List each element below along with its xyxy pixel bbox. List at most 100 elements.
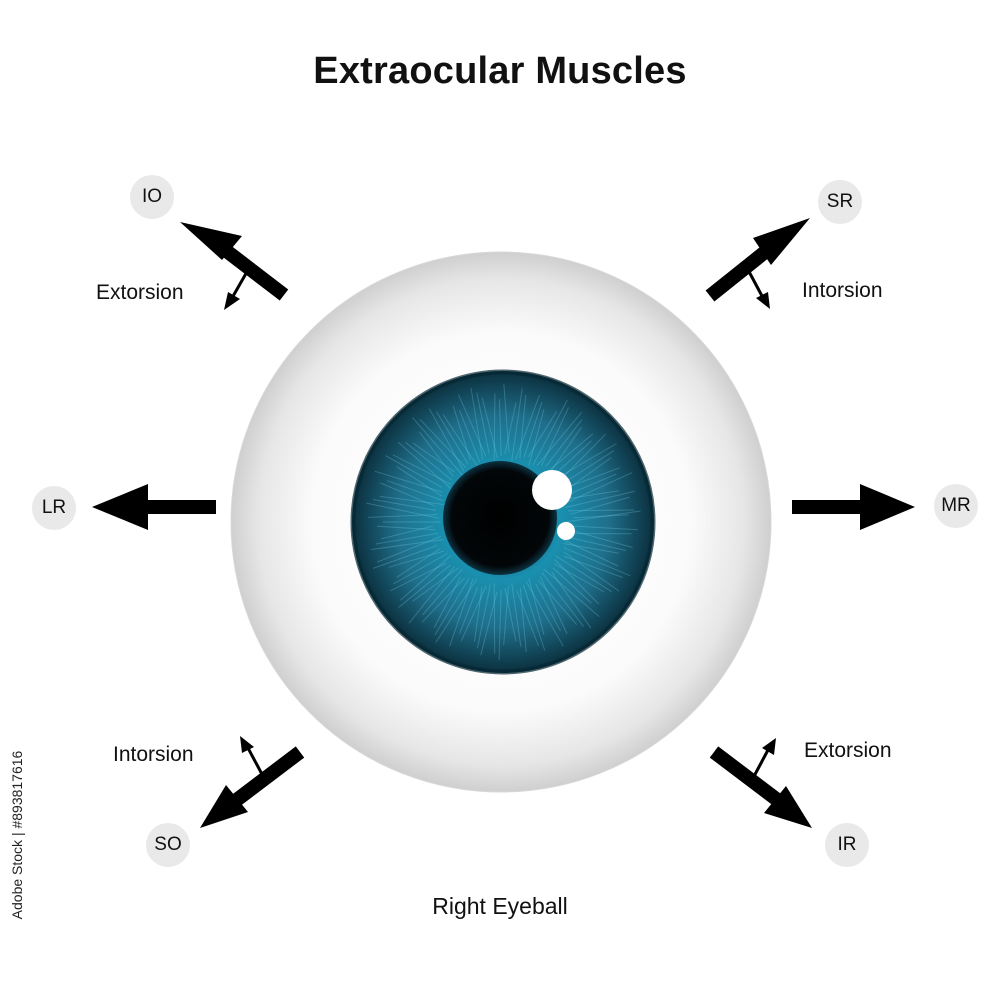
iris-fiber [493,583,496,654]
diagram-title: Extraocular Muscles [313,50,687,92]
iris-fiber [457,394,487,457]
motion-label-ir: Extorsion [804,739,892,762]
iris-fiber [515,394,540,460]
iris-fiber [421,577,465,623]
iris-fiber [470,387,484,460]
iris-fiber [385,455,443,489]
pupil [443,461,557,575]
iris-fiber [434,578,470,636]
iris-fiber [390,562,447,592]
lr-arrow [92,484,216,530]
motion-label-io: Extorsion [96,281,184,304]
iris-fiber [379,482,435,507]
motion-label-sr: Intorsion [802,279,883,302]
iris-fiber [563,555,623,578]
stock-watermark-text: Adobe Stock | #893817616 [9,750,25,920]
iris-fiber [525,581,564,647]
iris-fiber [504,587,517,642]
iris-fiber [372,545,438,569]
iris-fiber [459,587,479,634]
iris-fiber [567,509,635,512]
iris-fiber [499,399,502,457]
iris-fiber [551,571,592,629]
iris-fiber [543,433,594,476]
iris-fiber [516,590,540,647]
iris-fiber [511,583,522,647]
iris-fiber [537,579,577,625]
iris-fiber [366,502,440,519]
iris-fiber [460,585,487,642]
muscle-badge-ir: IR [825,823,869,867]
motion-label-so: Intorsion [113,743,194,766]
iris-fiber [428,408,465,472]
iris-fiber [527,411,558,458]
iris-fiber [459,410,481,463]
iris-fiber [418,431,454,477]
iris-fiber [528,409,545,466]
iris-fiber [412,567,459,602]
iris-fiber [396,466,443,497]
iris-fiber [568,529,633,548]
iris-fiber [572,514,629,519]
iris-fiber [528,578,545,635]
iris-fiber [419,418,467,468]
iris-fiber [552,567,592,604]
iris-fiber [566,525,638,531]
iris-fiber [523,402,543,458]
iris-fiber [562,472,633,505]
so-arrow [200,736,305,828]
iris-fiber [435,411,469,465]
iris-fiber [412,442,455,473]
iris-fiber [555,443,617,480]
iris-fiber [571,537,626,551]
eye-highlight-large [532,470,572,510]
muscle-badge-so: SO [146,823,190,867]
iris-fiber [570,496,630,515]
iris-fiber [519,587,527,652]
iris-fiber [474,586,483,642]
iris-fiber [442,414,478,466]
muscle-badge-mr: MR [934,484,978,528]
iris-limbal-ring [350,369,656,675]
iris-fiber [568,490,619,499]
iris-fiber [370,539,444,551]
iris-fiber [481,397,498,459]
iris-fiber [540,407,570,467]
iris-fiber [554,555,612,593]
eyeball-caption: Right Eyeball [432,893,568,919]
iris-fiber [388,550,444,568]
iris-fiber [377,536,441,563]
iris-fiber [433,577,461,628]
muscle-badge-io: IO [130,175,174,219]
iris-fiber [449,578,474,647]
iris-fiber [559,433,606,482]
iris-fiber [375,532,439,545]
iris-fiber [522,584,546,651]
mr-arrow [792,484,915,530]
iris-fiber [535,583,561,632]
iris-fiber [396,548,441,578]
iris-fiber [532,399,568,466]
eye-highlight-small [557,522,575,540]
muscle-badge-lr: LR [32,486,76,530]
iris-fiber [562,539,619,567]
iris-fiber [493,393,496,461]
iris-fiber [476,392,490,454]
iris-fiber [565,490,635,508]
iris-fiber [422,568,463,616]
iris-fiber [511,388,523,461]
iris-fiber [563,547,631,577]
iris-fiber [452,406,471,461]
iris-fiber [553,563,605,593]
iris-fiber [377,525,436,531]
iris-fiber [547,426,582,477]
iris-fiber [541,572,584,627]
iris-fiber [503,585,509,646]
iris-fibers [366,383,641,660]
iris-fiber [393,553,448,585]
stock-watermark: Adobe Stock | #893817616 [4,751,30,920]
iris-fiber [398,564,451,608]
iris-fiber [545,419,583,467]
iris-fiber [565,473,617,496]
